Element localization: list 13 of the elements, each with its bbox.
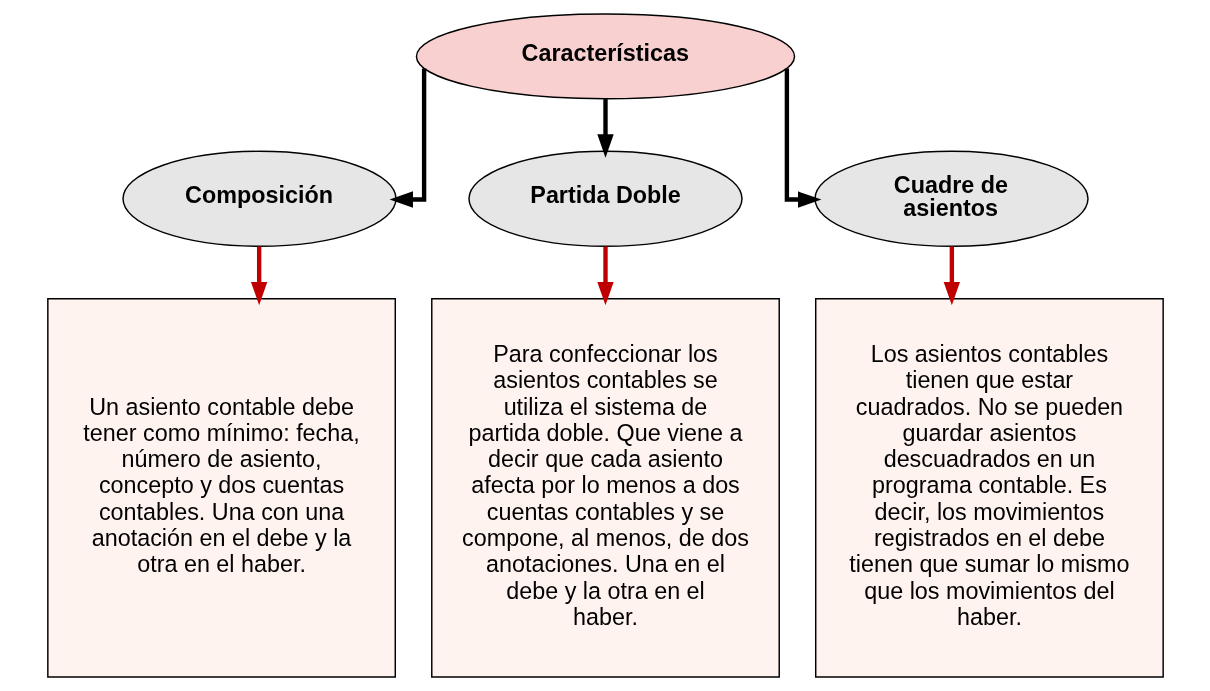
arrow: [943, 246, 960, 306]
arrow: [389, 68, 426, 208]
node-box: Un asiento contable debe tener como mínimo: fecha, número de asiento, concepto y dos cuentas contables. Una con una anotación en el debe y la otra en el haber.: [46, 298, 396, 678]
arrow: [596, 99, 614, 158]
node-ellipse: Características: [415, 13, 795, 100]
arrow: [250, 246, 267, 306]
node-ellipse: Cuadre de asientos: [813, 150, 1089, 248]
node-box: Para confeccionar los asientos contables se utiliza el sistema de partida doble. Que viene a decir que cada asiento afecta por lo menos a dos cuentas contables y se compone, al menos, de dos anotaciones. Una en el debe y la otra en el haber.: [430, 298, 780, 678]
arrow: [784, 68, 821, 208]
arrow: [596, 246, 614, 306]
node-ellipse: Composición: [121, 150, 397, 247]
node-box: Los asientos contables tienen que estar cuadrados. No se pueden guardar asientos descuadrados en un programa contable. Es decir, los movimientos registrados en el debe tienen que sumar lo mismo que los movimientos del haber.: [814, 298, 1164, 678]
node-ellipse: Partida Doble: [467, 150, 743, 247]
